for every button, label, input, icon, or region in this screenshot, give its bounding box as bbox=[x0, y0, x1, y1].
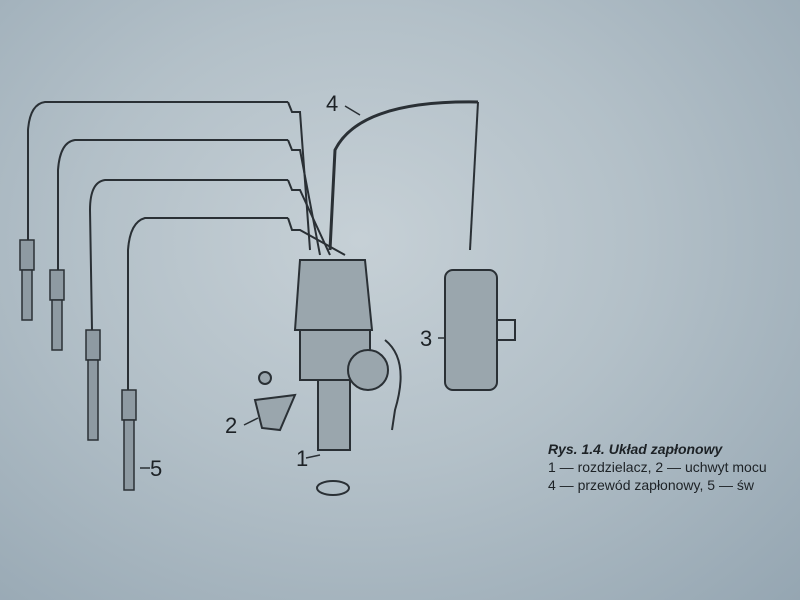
lead-1 bbox=[27, 101, 288, 240]
mounting-bracket bbox=[253, 371, 297, 432]
label-1: 1 bbox=[296, 446, 309, 471]
spark-plug-leads bbox=[27, 100, 479, 390]
leader-lines bbox=[140, 105, 446, 469]
label-2: 2 bbox=[225, 413, 238, 438]
lead-3 bbox=[88, 179, 288, 331]
label-5: 5 bbox=[150, 456, 163, 481]
figure-caption: Rys. 1.4. Układ zapłonowy 1 — rozdzielac… bbox=[548, 440, 767, 494]
label-3: 3 bbox=[420, 326, 433, 351]
coil-lead bbox=[328, 100, 479, 251]
ignition-coil bbox=[444, 269, 516, 391]
caption-line-1: 1 — rozdzielacz, 2 — uchwyt mocu bbox=[548, 459, 767, 475]
lead-4 bbox=[127, 217, 288, 390]
lead-2 bbox=[57, 139, 288, 270]
caption-title: Rys. 1.4. Układ zapłonowy bbox=[548, 441, 723, 457]
spark-plugs bbox=[19, 239, 137, 491]
distributor bbox=[293, 259, 402, 496]
caption-line-2: 4 — przewód zapłonowy, 5 — św bbox=[548, 477, 754, 493]
label-4: 4 bbox=[326, 91, 339, 116]
